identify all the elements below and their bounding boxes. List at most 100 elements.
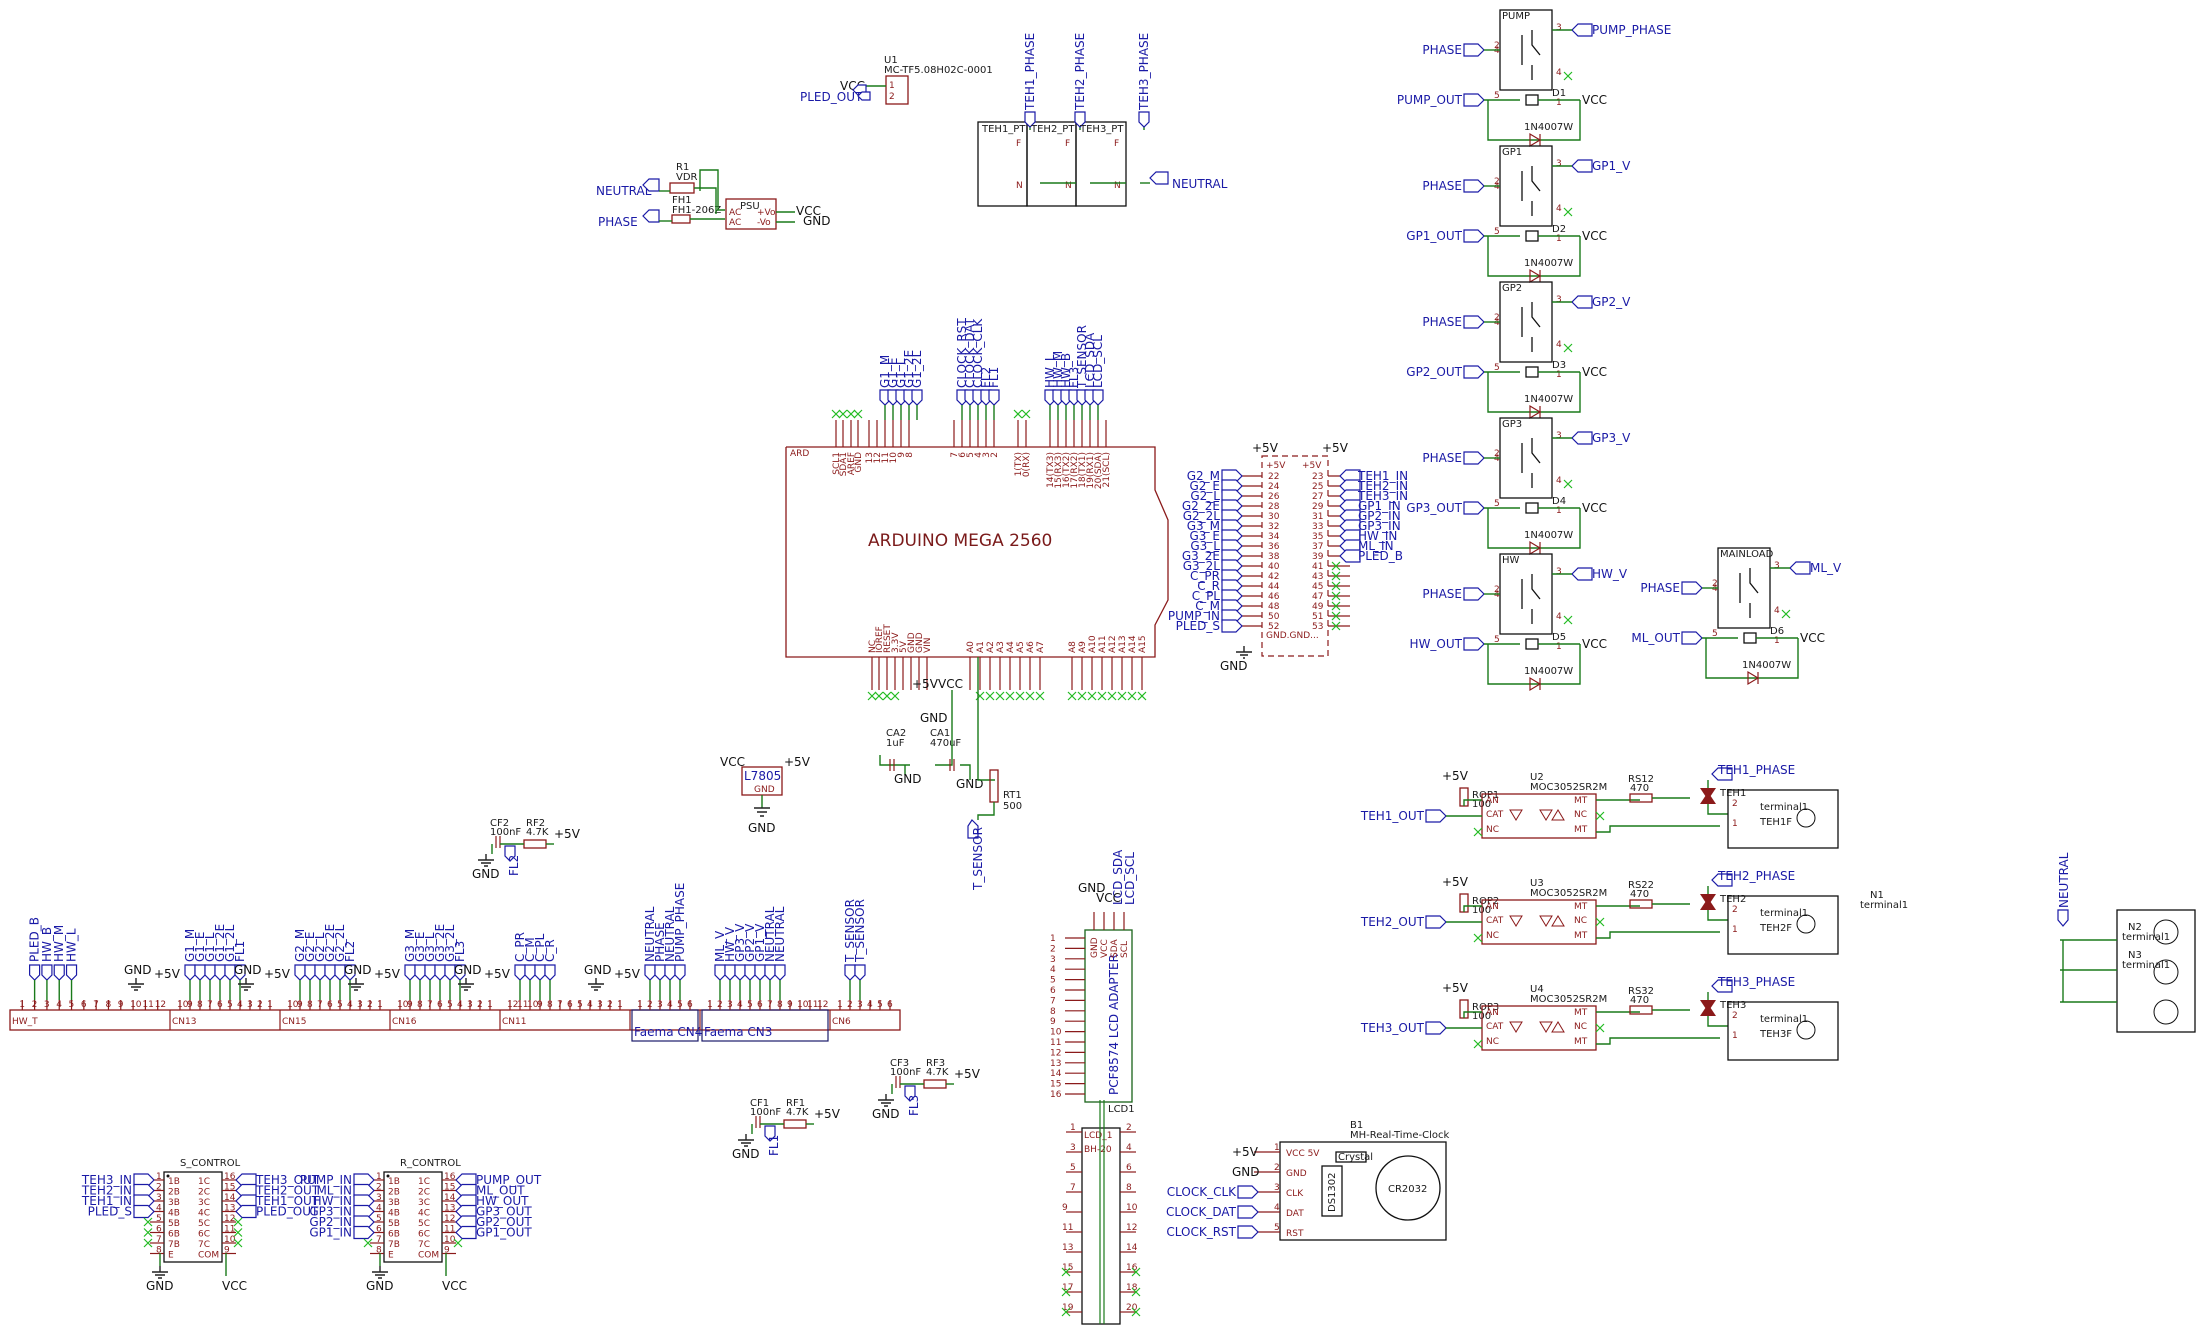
header-pin: 28 (1268, 502, 1280, 512)
relay-phase: PHASE (1640, 581, 1680, 595)
arduino-ref: ARD (790, 449, 809, 459)
connector-net-flag (41, 964, 53, 981)
relay-ctrl-flag (1463, 365, 1485, 379)
rtc-power-net: +5V (1232, 1145, 1259, 1159)
svg-text:5: 5 (1494, 227, 1500, 237)
svg-text:MT: MT (1574, 796, 1588, 806)
svg-text:5: 5 (337, 1000, 343, 1010)
svg-text:4: 4 (56, 1000, 62, 1010)
svg-text:2: 2 (477, 1000, 483, 1010)
header-pin: 36 (1268, 542, 1280, 552)
svg-text:3: 3 (1556, 23, 1562, 33)
driver-ref: R_CONTROL (400, 1158, 461, 1169)
arduino-pin-name: 9 (897, 452, 907, 458)
svg-text:13: 13 (224, 1204, 235, 1214)
arduino-pin-name: 15(RX3) (1054, 452, 1064, 489)
connector-net-flag (194, 964, 206, 981)
connector-net: G1_M (183, 929, 197, 962)
svg-text:4: 4 (1494, 454, 1500, 464)
svg-text:1: 1 (1732, 819, 1738, 829)
no-connect-mark (1331, 581, 1341, 591)
driver-pin: 5C (418, 1219, 430, 1229)
driver-body (383, 1171, 443, 1263)
svg-text:1: 1 (156, 1172, 162, 1182)
r1-ref: R1 (676, 162, 689, 173)
heater-terminal (1727, 789, 1839, 849)
fuse-phase-flag (1138, 111, 1150, 128)
svg-text:4: 4 (1494, 590, 1500, 600)
connector-net-flag (414, 964, 426, 981)
relay-ctrl: GP3_OUT (1406, 501, 1462, 515)
connector-net: FL1 (233, 941, 247, 962)
svg-text:NC: NC (1574, 1022, 1587, 1032)
rtc-part: MH-Real-Time-Clock (1350, 1130, 1449, 1141)
relay-ref: GP2 (1502, 283, 1522, 294)
svg-text:7: 7 (1070, 1183, 1076, 1193)
svg-text:2: 2 (1494, 313, 1500, 323)
fuse-phase-label: TEH1_PHASE (1023, 33, 1037, 111)
header-pin: 43 (1312, 572, 1323, 582)
svg-text:terminal1: terminal1 (2122, 932, 2170, 943)
relay-body (1499, 553, 1553, 635)
lcd-pin-name: GND (1090, 937, 1100, 958)
triac-input: TEH2_OUT (1360, 915, 1425, 929)
no-connect-mark (453, 1238, 463, 1248)
header-pin: 39 (1312, 552, 1324, 562)
driver-right-net: ML_OUT (476, 1184, 525, 1198)
relay-ref: HW (1502, 555, 1520, 566)
connector-net-flag (214, 964, 226, 981)
svg-text:-Vo: -Vo (757, 218, 771, 228)
relay-diode-ref: D3 (1552, 360, 1566, 371)
driver-pin: 1B (388, 1177, 400, 1187)
digital-header: +5V +5V GND.GND... +5V +5V 22G2_M24G2_E2… (1168, 441, 1408, 673)
svg-text:5: 5 (156, 1214, 162, 1224)
relay-vcc: VCC (1800, 631, 1825, 645)
svg-text:F: F (1114, 139, 1119, 149)
relay-out: GP1_V (1592, 159, 1631, 173)
driver-pin: COM (418, 1251, 439, 1261)
relay-ref: MAINLOAD (1720, 549, 1774, 560)
header-pin: 31 (1312, 512, 1323, 522)
svg-text:10: 10 (1126, 1203, 1138, 1213)
svg-text:2: 2 (1732, 799, 1738, 809)
no-connect-mark (1781, 609, 1791, 619)
svg-text:+5V: +5V (614, 967, 641, 981)
connector-net-flag (294, 964, 306, 981)
svg-text:9: 9 (787, 1000, 793, 1010)
connector-net: C_PR (513, 932, 527, 962)
connector-net-flag (444, 964, 456, 981)
svg-text:9: 9 (407, 1000, 413, 1010)
svg-text:7: 7 (317, 1000, 323, 1010)
relay-ctrl-flag (1681, 631, 1703, 645)
connector-net-flag (644, 964, 656, 981)
hdr-5v-right: +5V (1302, 461, 1322, 471)
svg-text:5: 5 (227, 1000, 233, 1010)
relay-phase: PHASE (1422, 451, 1462, 465)
driver-pin: 2C (198, 1188, 210, 1198)
svg-text:3: 3 (657, 1000, 663, 1010)
arduino-pin-name: A2 (986, 641, 996, 653)
connector-net-flag (654, 964, 666, 981)
driver-s-control: S_CONTROL1B1TEH3_IN2B2TEH2_IN3B3TEH1_IN4… (81, 1158, 320, 1293)
no-connect-mark (1563, 207, 1573, 217)
svg-text:9: 9 (537, 1000, 543, 1010)
svg-text:6: 6 (687, 1000, 693, 1010)
rs-val: 470 (1630, 783, 1649, 794)
no-connect-mark (363, 1238, 373, 1248)
rtc-power-net: GND (1232, 1165, 1260, 1179)
connector-net-flag (424, 964, 436, 981)
relay-body (1499, 9, 1553, 91)
triac-input-flag (1425, 809, 1447, 823)
svg-text:4.7K: 4.7K (526, 827, 549, 838)
connector-net-flag (65, 964, 78, 981)
triac-ref: TEH3 (1719, 1000, 1746, 1011)
svg-text:RF2: RF2 (526, 818, 545, 829)
svg-text:4: 4 (867, 1000, 873, 1010)
